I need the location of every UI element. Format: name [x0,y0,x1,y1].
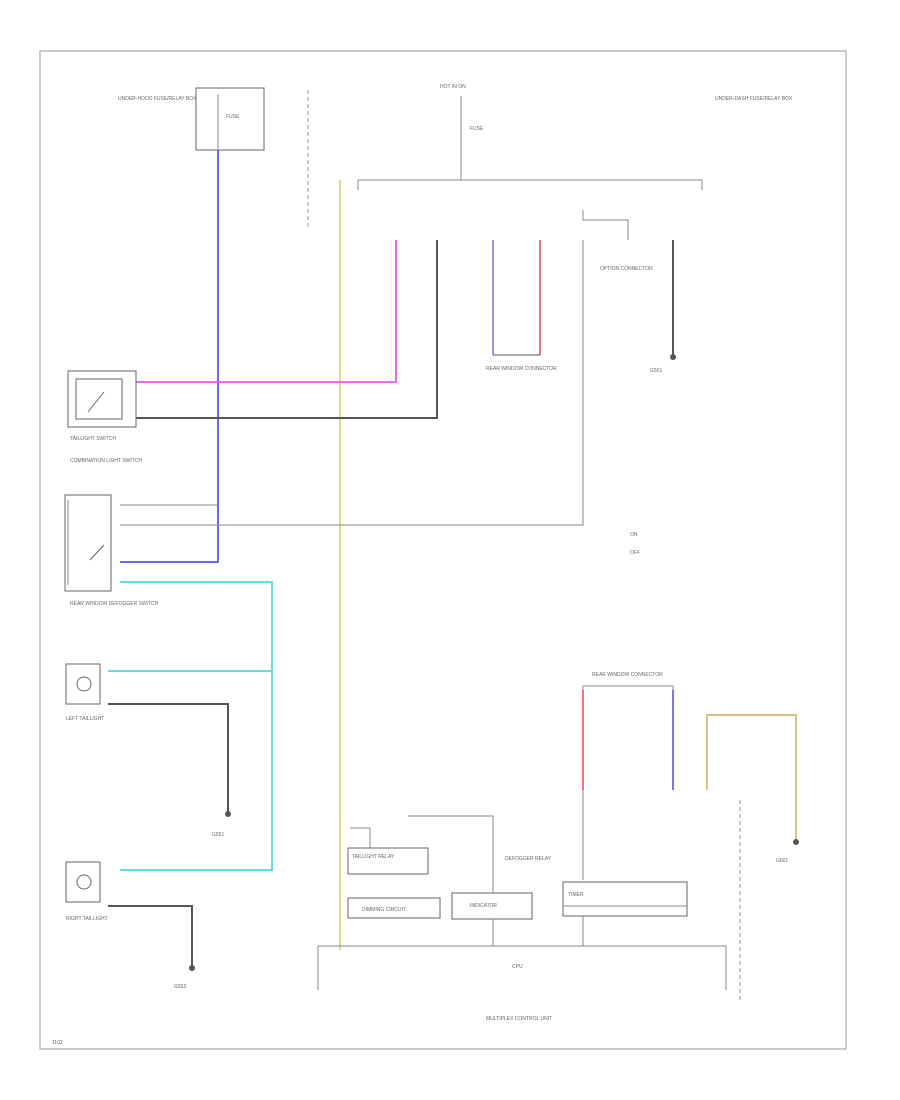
timer-label: TIMER [568,892,584,898]
wire-tan [706,714,797,840]
taillight-switch: TAILLIGHT SWITCH COMBINATION LIGHT SWITC… [67,370,142,464]
wire-pink-top [135,240,397,383]
wire-blue-main [120,150,219,563]
multiplex-unit-label: MULTIPLEX CONTROL UNIT [486,1016,552,1022]
ground-g501-label: G501 [650,368,662,374]
legend-on: ON [630,532,638,538]
rear-connector-bottom-label: REAR WINDOW CONNECTOR [592,672,663,678]
fuse-label-left: FUSE [226,114,240,120]
wire-black-right-ground [108,905,193,966]
option-connector: OPTION CONNECTOR [582,210,653,272]
fuse-source-left-label: UNDER-HOOD FUSE/RELAY BOX [118,96,197,102]
right-taillight-label: RIGHT TAILLIGHT [66,916,108,922]
rear-window-connector-bottom: REAR WINDOW CONNECTOR [582,672,674,880]
wire-black-left-ground [108,703,229,812]
rear-window-connector-label: REAR WINDOW CONNECTOR [486,366,557,372]
defogger-switch-label: REAR WINDOW DEFOGGER SWITCH [70,601,159,607]
diagram-frame [39,50,847,1050]
combination-light-switch-label: COMBINATION LIGHT SWITCH [70,458,142,464]
under-dash-note: UNDER-DASH FUSE/RELAY BOX [715,96,793,102]
cpu-label: CPU [512,964,523,970]
page-code: 1102 [52,1040,63,1046]
wire-cyan [120,581,273,871]
fuse-source-center: HOT IN ON FUSE [440,84,484,180]
dimming-circuit-label: DIMMING CIRCUIT [362,907,406,913]
defogger-switch: REAR WINDOW DEFOGGER SWITCH [64,494,218,607]
wire-gray [120,240,584,526]
rear-window-connector-top: REAR WINDOW CONNECTOR [486,240,557,372]
right-taillight: RIGHT TAILLIGHT [65,861,108,922]
multiplex-unit: TAILLIGHT RELAY DEFOGGER RELAY DIMMING C… [317,815,727,1022]
ground-g551-label: G551 [212,832,224,838]
taillight-switch-label: TAILLIGHT SWITCH [70,436,116,442]
ground-g501: G501 [650,240,676,374]
legend-off: OFF [630,550,640,556]
indicator-label: INDICATOR [470,903,497,909]
left-taillight: LEFT TAILLIGHT [65,663,104,722]
taillight-relay-label: TAILLIGHT RELAY [352,854,395,860]
fuse-label-center: FUSE [470,126,484,132]
defogger-relay-label: DEFOGGER RELAY [505,856,552,862]
power-bus [357,179,703,190]
wire-black-top [135,240,438,419]
ground-g552-label: G552 [174,984,186,990]
left-taillight-label: LEFT TAILLIGHT [66,716,104,722]
fuse-source-center-label: HOT IN ON [440,84,466,90]
ground-g601-label: G601 [776,858,788,864]
option-connector-label: OPTION CONNECTOR [600,266,653,272]
fuse-source-left: UNDER-HOOD FUSE/RELAY BOX FUSE [118,87,265,151]
